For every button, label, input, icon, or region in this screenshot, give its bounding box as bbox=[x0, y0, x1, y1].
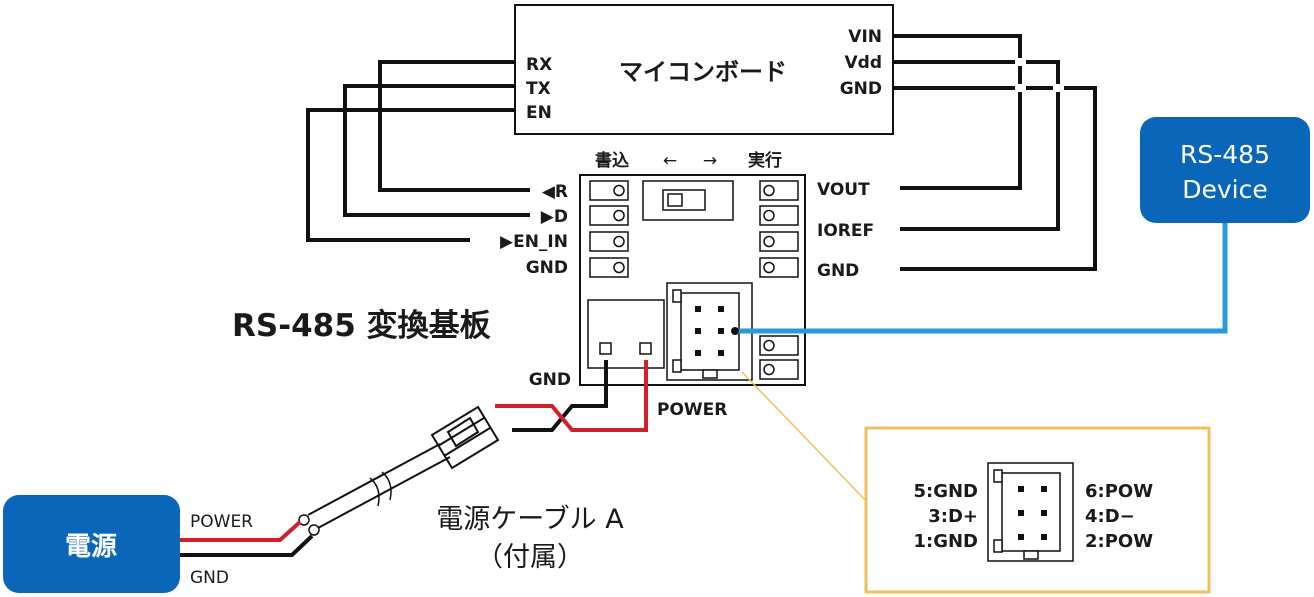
rs485-device-line1: RS-485 bbox=[1180, 140, 1270, 169]
mcu-pin-gnd: GND bbox=[840, 79, 882, 99]
pin-label-r: ◀R bbox=[542, 182, 568, 202]
rs485-device: RS-485 Device bbox=[1140, 117, 1310, 223]
power-label: POWER bbox=[657, 400, 727, 420]
pinout-leader bbox=[741, 371, 871, 506]
pinout-right-4: 4:D− bbox=[1085, 506, 1135, 527]
pin-label-ioref: IOREF bbox=[817, 221, 874, 241]
pinout-left-5: 5:GND bbox=[913, 481, 978, 502]
rs485-signal-dot bbox=[731, 327, 739, 335]
mcu-pin-tx: TX bbox=[526, 79, 551, 99]
cable-gnd-label: GND bbox=[190, 568, 229, 588]
mode-write-label: 書込 bbox=[595, 150, 629, 171]
cable-wires bbox=[307, 443, 451, 529]
pin-label-en-in: ▶EN_IN bbox=[500, 232, 568, 252]
arrow-right-icon: → bbox=[703, 151, 717, 171]
rs485-connector-pins bbox=[695, 306, 724, 356]
pinout-left-1: 1:GND bbox=[913, 531, 978, 552]
arrow-left-icon: ← bbox=[663, 151, 677, 171]
converter-title: RS-485 変換基板 bbox=[232, 308, 491, 344]
wire-vin-vout bbox=[893, 34, 1022, 190]
power-wires-right bbox=[893, 34, 1097, 271]
pin-label-gnd-right: GND bbox=[817, 261, 859, 281]
cable-power-label: POWER bbox=[190, 512, 253, 532]
mode-switch bbox=[642, 180, 734, 221]
mcu-pin-vin: VIN bbox=[848, 27, 882, 47]
cable-plug bbox=[430, 405, 500, 470]
power-gnd-label: GND bbox=[529, 370, 571, 390]
wire-en-enin bbox=[306, 108, 515, 242]
wire-rx-r bbox=[378, 60, 530, 192]
mode-run-label: 実行 bbox=[748, 150, 782, 171]
wire-cross-gaps bbox=[1015, 58, 1064, 92]
rs485-signal-line bbox=[735, 222, 1228, 334]
signal-wires-left bbox=[306, 60, 530, 242]
right-header-pins bbox=[759, 180, 799, 380]
power-source-label: 電源 bbox=[65, 532, 117, 562]
pinout-right-2: 2:POW bbox=[1085, 531, 1153, 552]
pin-label-vout: VOUT bbox=[817, 180, 870, 200]
mcu-pin-en: EN bbox=[526, 103, 552, 123]
mcu-pin-vdd: Vdd bbox=[845, 53, 883, 73]
pinout-connector-pins bbox=[1018, 486, 1047, 540]
power-connector bbox=[587, 299, 665, 369]
source-leads bbox=[180, 520, 314, 557]
pinout-left-3: 3:D+ bbox=[928, 506, 978, 527]
wire-vdd-ioref bbox=[893, 60, 1060, 231]
board-power-lead bbox=[495, 360, 648, 432]
pinout-right-6: 6:POW bbox=[1085, 481, 1153, 502]
power-source: 電源 bbox=[3, 495, 180, 593]
cable-caption-line2: （付属） bbox=[476, 542, 584, 573]
board-gnd-lead bbox=[512, 360, 608, 432]
board-power-leads bbox=[495, 360, 648, 432]
source-gnd-lead bbox=[180, 534, 314, 557]
cable-caption-line1: 電源ケーブル A bbox=[436, 504, 624, 535]
wire-tx-d bbox=[343, 84, 530, 217]
mcu-board bbox=[514, 4, 894, 135]
left-header-pins bbox=[589, 180, 629, 278]
source-power-lead bbox=[180, 520, 302, 542]
wire-gnd-gnd bbox=[893, 86, 1097, 271]
cable-wire-ends bbox=[298, 514, 320, 536]
pin-label-d: ▶D bbox=[541, 207, 568, 227]
rs485-device-line2: Device bbox=[1182, 175, 1268, 204]
pinout-connector bbox=[987, 462, 1074, 562]
cable-break-mark bbox=[369, 471, 392, 507]
pin-label-gnd-left: GND bbox=[526, 258, 568, 278]
mcu-board-title: マイコンボード bbox=[619, 58, 787, 86]
mcu-pin-rx: RX bbox=[526, 55, 552, 75]
